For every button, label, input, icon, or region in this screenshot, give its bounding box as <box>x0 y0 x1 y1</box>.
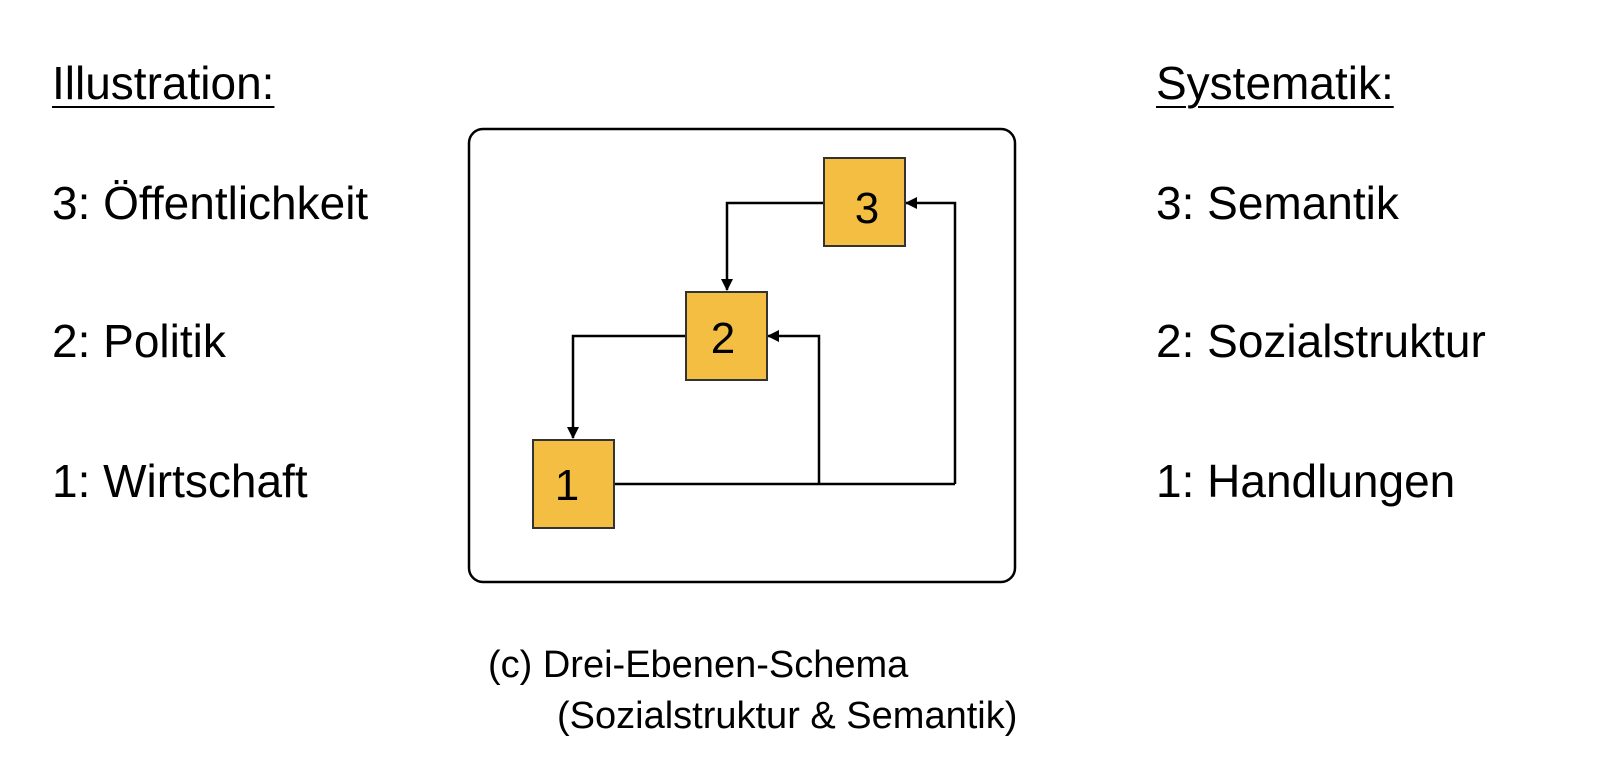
systematik-heading: Systematik: <box>1156 57 1394 109</box>
illustration-level-1: 1: Wirtschaft <box>52 455 308 507</box>
diagram-caption-line-1: (c) Drei-Ebenen-Schema <box>488 644 909 686</box>
level-box-2: 2 <box>685 291 768 381</box>
level-box-3: 3 <box>823 157 906 247</box>
arrow-1-to-2 <box>767 330 821 484</box>
diagram-caption-line-2: (Sozialstruktur & Semantik) <box>557 695 1018 737</box>
arrow-1-to-3 <box>905 197 957 484</box>
level-box-1: 1 <box>532 439 615 529</box>
arrow-3-to-2 <box>721 201 824 291</box>
level-box-1-label: 1 <box>555 461 579 510</box>
systematik-level-1: 1: Handlungen <box>1156 455 1456 507</box>
level-box-2-label: 2 <box>711 314 735 363</box>
illustration-heading: Illustration: <box>52 57 275 109</box>
illustration-level-3: 3: Öffentlichkeit <box>52 177 369 229</box>
arrow-2-to-1 <box>567 334 686 439</box>
illustration-level-2: 2: Politik <box>52 315 226 367</box>
systematik-level-2: 2: Sozialstruktur <box>1156 315 1486 367</box>
level-box-3-label: 3 <box>855 184 879 233</box>
systematik-level-3: 3: Semantik <box>1156 177 1399 229</box>
